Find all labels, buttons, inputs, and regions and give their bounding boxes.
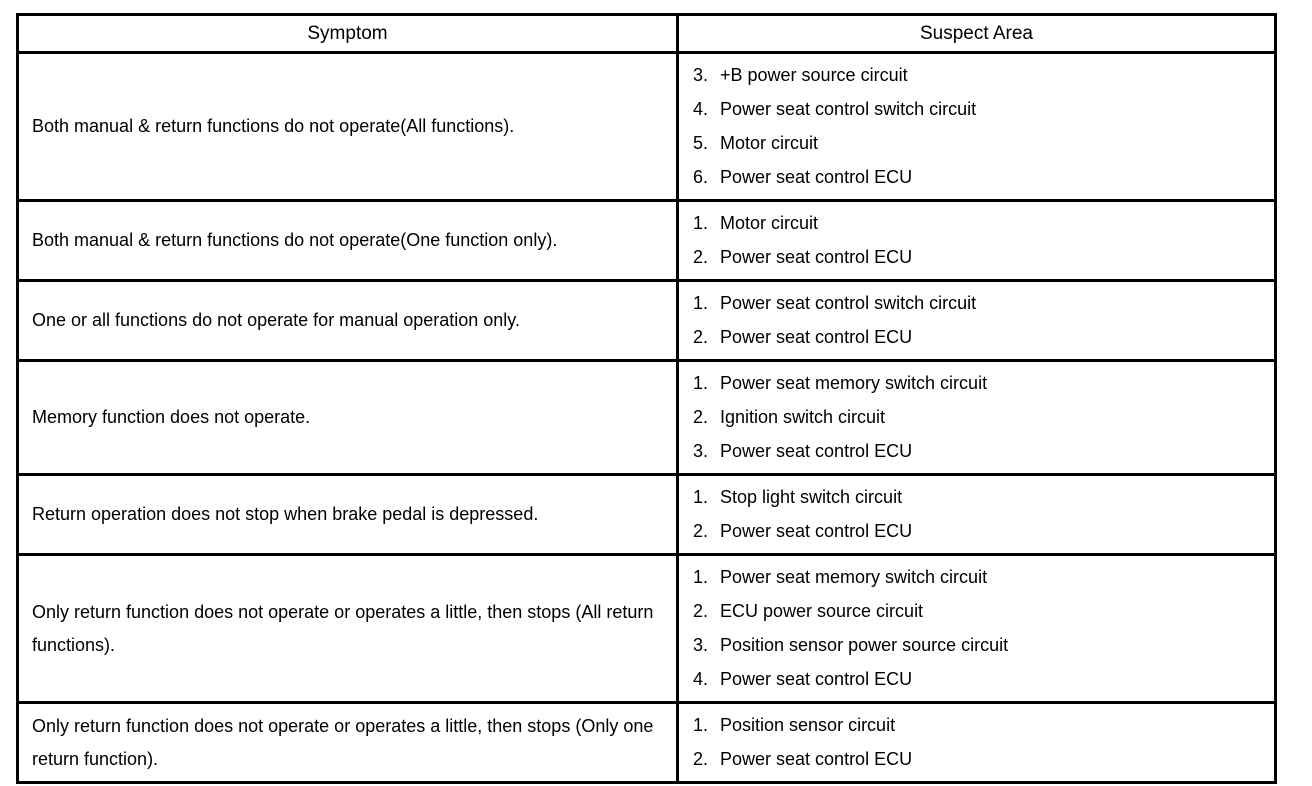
suspect-item-label: Power seat control ECU — [720, 749, 913, 769]
suspect-item-label: Ignition switch circuit — [720, 407, 886, 427]
suspect-item: 1. Motor circuit — [693, 206, 1270, 240]
suspect-item-number: 1. — [693, 567, 709, 587]
suspect-item: 3. Power seat control ECU — [693, 434, 1270, 468]
suspect-item: 4. Power seat control switch circuit — [693, 92, 1270, 126]
suspect-item-number: 2. — [693, 601, 709, 621]
suspect-area-column-header: Suspect Area — [676, 13, 1277, 54]
suspect-item-label: Motor circuit — [720, 213, 819, 233]
suspect-item-number: 2. — [693, 407, 709, 427]
suspect-item-number: 3. — [693, 65, 709, 85]
suspect-area-cell: 1. Position sensor circuit 2. Power seat co… — [676, 701, 1277, 784]
suspect-item-number: 5. — [693, 133, 709, 153]
suspect-item-label: Power seat memory switch circuit — [720, 567, 988, 587]
suspect-item-label: Power seat memory switch circuit — [720, 373, 988, 393]
symptom-cell: Only return function does not operate or… — [16, 553, 679, 704]
suspect-item-label: +B power source circuit — [720, 65, 908, 85]
suspect-item: 4. Power seat control ECU — [693, 662, 1270, 696]
suspect-item-label: ECU power source circuit — [720, 601, 924, 621]
suspect-item-label: Stop light switch circuit — [720, 487, 903, 507]
suspect-item-number: 3. — [693, 441, 709, 461]
symptom-column-header: Symptom — [16, 13, 679, 54]
suspect-item-label: Position sensor power source circuit — [720, 635, 1009, 655]
suspect-item-label: Power seat control ECU — [720, 441, 913, 461]
suspect-item: 2. Power seat control ECU — [693, 240, 1270, 274]
suspect-item: 2. ECU power source circuit — [693, 594, 1270, 628]
suspect-area-cell: 3. +B power source circuit 4. Power seat co… — [676, 51, 1277, 202]
suspect-item: 1. Position sensor circuit — [693, 708, 1270, 742]
symptom-cell: Only return function does not operate or… — [16, 701, 679, 784]
symptom-cell: Both manual & return functions do not op… — [16, 51, 679, 202]
suspect-item-label: Position sensor circuit — [720, 715, 896, 735]
suspect-item: 1. Stop light switch circuit — [693, 480, 1270, 514]
suspect-area-cell: 1. Motor circuit 2. Power seat control ECU — [676, 199, 1277, 282]
suspect-item: 5. Motor circuit — [693, 126, 1270, 160]
suspect-item: 2. Ignition switch circuit — [693, 400, 1270, 434]
suspect-item: 6. Power seat control ECU — [693, 160, 1270, 194]
suspect-area-cell: 1. Power seat memory switch circuit 2. ECU … — [676, 553, 1277, 704]
suspect-item: 3. Position sensor power source circuit — [693, 628, 1270, 662]
table-row: Both manual & return functions do not op… — [16, 199, 1277, 282]
suspect-item-label: Power seat control ECU — [720, 521, 913, 541]
suspect-item-number: 4. — [693, 669, 709, 689]
table-row: Return operation does not stop when brak… — [16, 473, 1277, 556]
table-row: Only return function does not operate or… — [16, 701, 1277, 784]
suspect-item-label: Power seat control ECU — [720, 669, 913, 689]
symptom-cell: Memory function does not operate. — [16, 359, 679, 476]
suspect-item-label: Power seat control switch circuit — [720, 293, 977, 313]
suspect-item-number: 1. — [693, 715, 709, 735]
symptom-cell: Both manual & return functions do not op… — [16, 199, 679, 282]
suspect-item-number: 2. — [693, 247, 709, 267]
table-row: Only return function does not operate or… — [16, 553, 1277, 704]
suspect-item-number: 2. — [693, 327, 709, 347]
suspect-item: 1. Power seat memory switch circuit — [693, 366, 1270, 400]
suspect-item-number: 3. — [693, 635, 709, 655]
suspect-item-number: 6. — [693, 167, 709, 187]
suspect-item: 1. Power seat memory switch circuit — [693, 560, 1270, 594]
suspect-item: 1. Power seat control switch circuit — [693, 286, 1270, 320]
suspect-item-number: 4. — [693, 99, 709, 119]
table-header-row: Symptom Suspect Area — [16, 13, 1277, 54]
suspect-item-number: 1. — [693, 373, 709, 393]
suspect-area-cell: 1. Stop light switch circuit 2. Power seat … — [676, 473, 1277, 556]
suspect-item-number: 1. — [693, 293, 709, 313]
table-row: One or all functions do not operate for … — [16, 279, 1277, 362]
suspect-item: 2. Power seat control ECU — [693, 514, 1270, 548]
suspect-item-number: 2. — [693, 521, 709, 541]
suspect-item-number: 1. — [693, 213, 709, 233]
suspect-item-label: Power seat control ECU — [720, 247, 913, 267]
table-row: Memory function does not operate. 1. Power… — [16, 359, 1277, 476]
table-body: Both manual & return functions do not op… — [16, 51, 1277, 784]
suspect-item-number: 2. — [693, 749, 709, 769]
suspect-area-cell: 1. Power seat control switch circuit 2. Pow… — [676, 279, 1277, 362]
symptom-suspect-table: Symptom Suspect Area Both manual & retur… — [16, 13, 1277, 784]
symptom-cell: Return operation does not stop when brak… — [16, 473, 679, 556]
suspect-item: 2. Power seat control ECU — [693, 320, 1270, 354]
suspect-item-label: Power seat control ECU — [720, 327, 913, 347]
symptom-cell: One or all functions do not operate for … — [16, 279, 679, 362]
suspect-item: 3. +B power source circuit — [693, 58, 1270, 92]
suspect-item-number: 1. — [693, 487, 709, 507]
suspect-item: 2. Power seat control ECU — [693, 742, 1270, 776]
table-row: Both manual & return functions do not op… — [16, 51, 1277, 202]
suspect-item-label: Power seat control switch circuit — [720, 99, 977, 119]
suspect-item-label: Motor circuit — [720, 133, 819, 153]
suspect-item-label: Power seat control ECU — [720, 167, 913, 187]
suspect-area-cell: 1. Power seat memory switch circuit 2. Igni… — [676, 359, 1277, 476]
